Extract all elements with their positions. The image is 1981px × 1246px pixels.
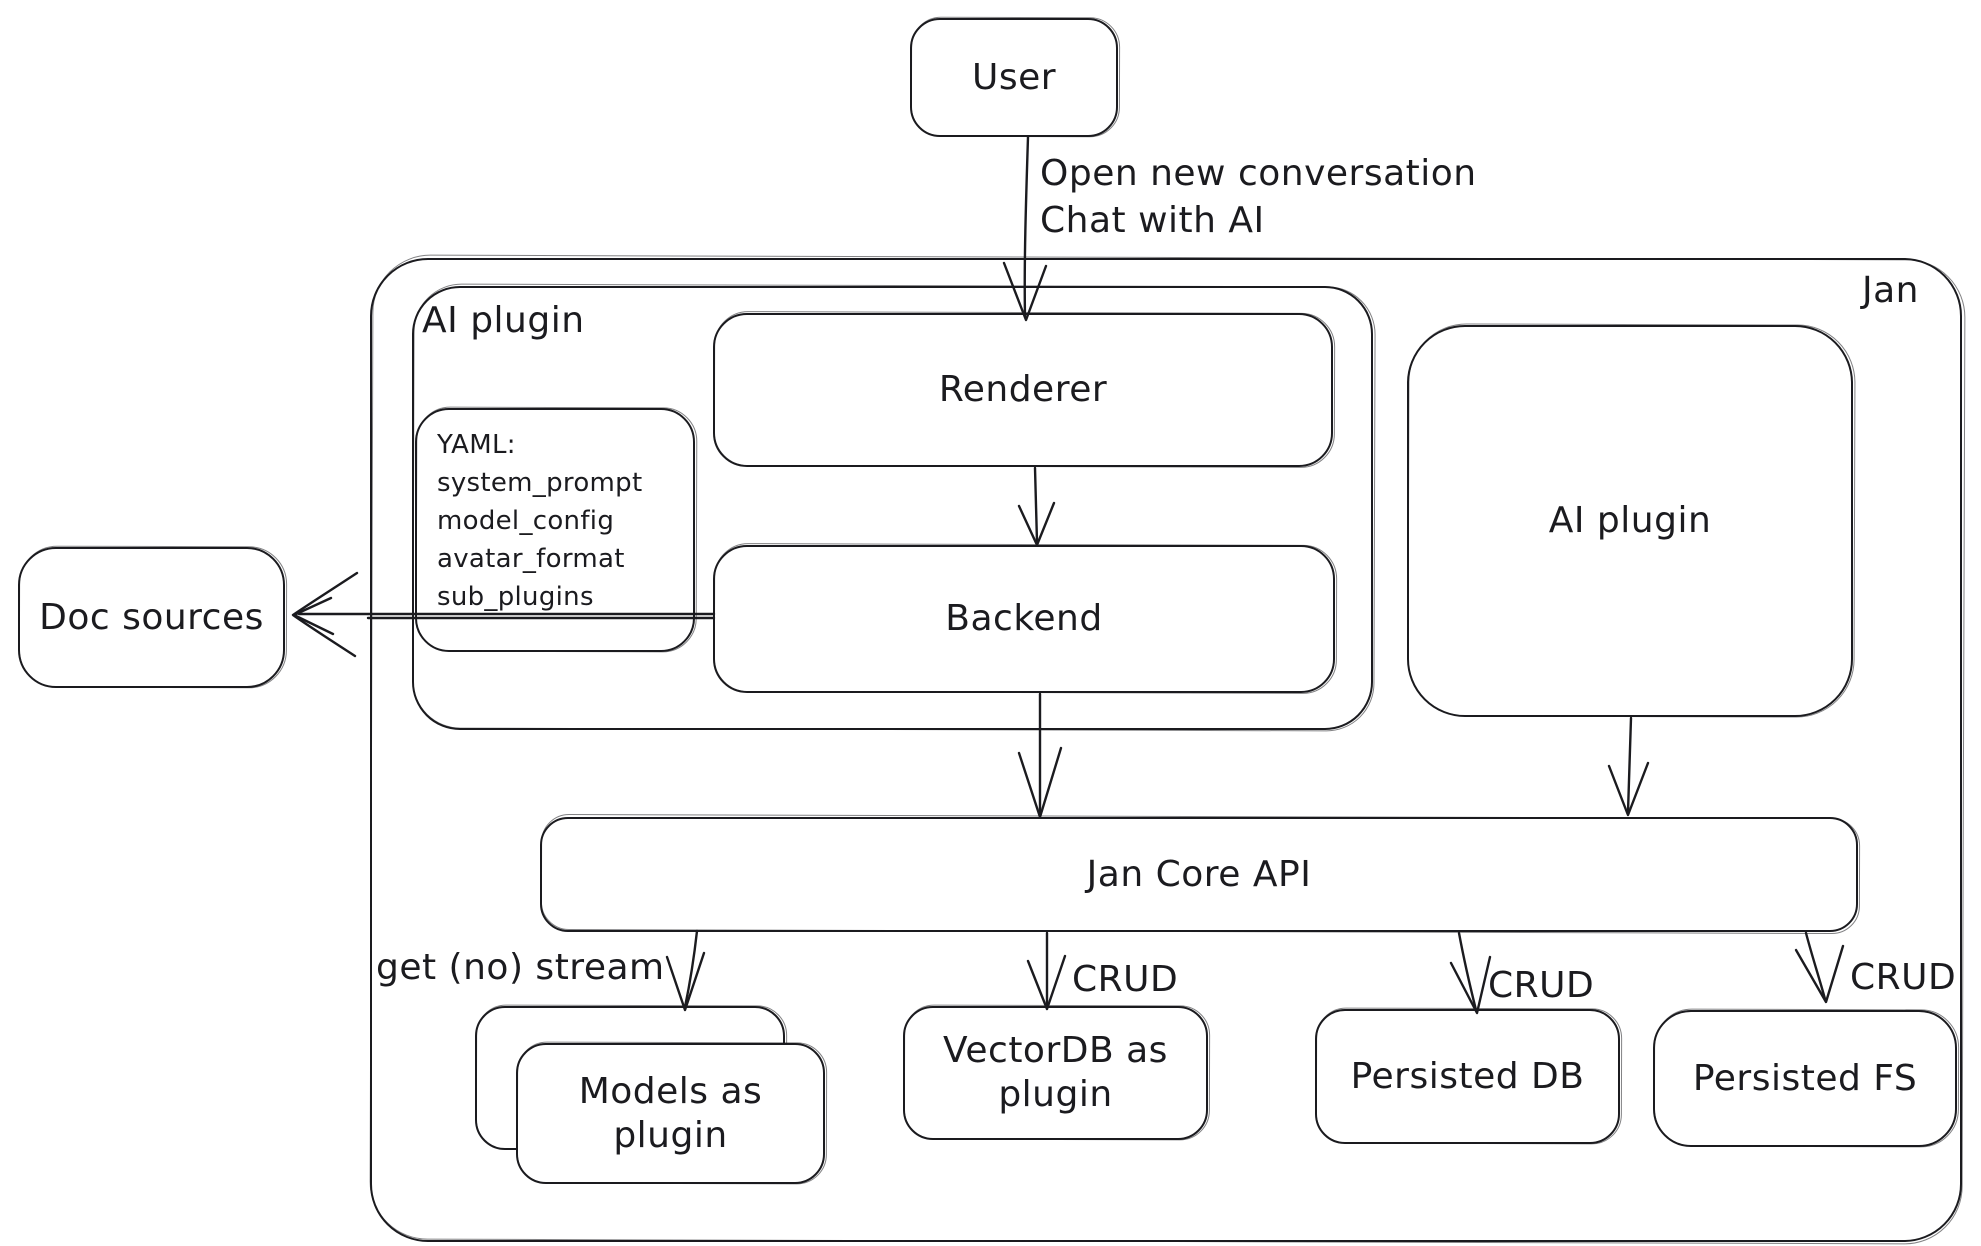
edge-label-user-actions: Open new conversation Chat with AI	[1040, 150, 1477, 244]
yaml-note-line: avatar_format	[437, 544, 625, 574]
yaml-note-line: system_prompt	[437, 468, 643, 498]
doc-sources-node: Doc sources	[18, 547, 285, 688]
backend-label: Backend	[945, 598, 1103, 639]
edge-label-crud-vectordb: CRUD	[1072, 959, 1179, 1000]
user-label: User	[971, 56, 1057, 98]
vectordb-label-line1: VectorDB as	[943, 1030, 1168, 1071]
renderer-node: Renderer	[713, 313, 1333, 467]
models-plugin-label-line2: plugin	[613, 1114, 728, 1156]
edge-label-crud-persisted-db: CRUD	[1488, 965, 1595, 1006]
yaml-note-line: model_config	[437, 506, 615, 536]
edge-label-open-conversation: Open new conversation	[1040, 153, 1477, 194]
yaml-note: YAML: system_prompt model_config avatar_…	[415, 408, 695, 652]
yaml-note-line: sub_plugins	[437, 582, 594, 612]
vectordb-label-line2: plugin	[998, 1074, 1113, 1115]
vectordb-plugin-node: VectorDB as plugin	[903, 1006, 1208, 1140]
edge-label-chat-with-ai: Chat with AI	[1040, 200, 1265, 241]
persisted-fs-label: Persisted FS	[1692, 1057, 1918, 1099]
edge-label-crud-persisted-fs: CRUD	[1850, 957, 1957, 998]
ai-plugin-cluster-label: AI plugin	[422, 300, 585, 341]
yaml-note-title: YAML:	[437, 430, 516, 460]
renderer-label: Renderer	[938, 369, 1108, 410]
user-node: User	[910, 18, 1118, 137]
jan-core-api-label: Jan Core API	[1086, 853, 1312, 895]
models-plugin-label-line1: Models as	[578, 1070, 763, 1112]
edge-label-get-no-stream: get (no) stream	[376, 947, 665, 988]
backend-node: Backend	[713, 545, 1335, 693]
persisted-fs-node: Persisted FS	[1653, 1010, 1957, 1147]
ai-plugin-right-node: AI plugin	[1407, 325, 1853, 717]
jan-container-label: Jan	[1862, 270, 1919, 311]
persisted-db-node: Persisted DB	[1315, 1009, 1620, 1144]
ai-plugin-right-label: AI plugin	[1548, 500, 1712, 541]
doc-sources-label: Doc sources	[39, 596, 264, 638]
models-plugin-node: Models as plugin	[516, 1043, 825, 1184]
jan-core-api-node: Jan Core API	[540, 817, 1858, 932]
persisted-db-label: Persisted DB	[1350, 1055, 1585, 1097]
